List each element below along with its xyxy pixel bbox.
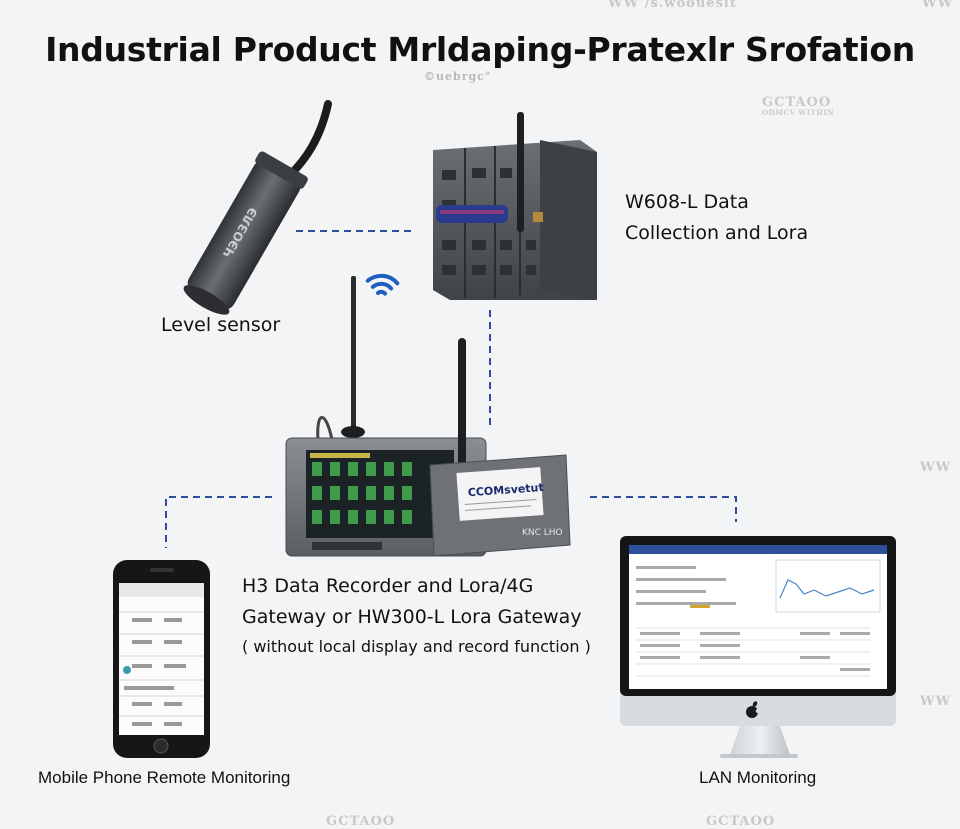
watermark-brand-sub: ODMCV WITHIN xyxy=(762,108,834,117)
lan-label: LAN Monitoring xyxy=(699,768,817,787)
w608-label-line1: W608-L Data xyxy=(625,191,749,213)
watermark-logo: ©uebrgc° xyxy=(424,70,492,83)
page-title: Industrial Product Mrldaping-Pratexlr Sr… xyxy=(45,30,915,69)
apple-logo-icon xyxy=(746,701,761,718)
wifi-icon xyxy=(365,273,400,296)
gateway-label-line1: H3 Data Recorder and Lora/4G xyxy=(242,575,534,597)
mobile-label: Mobile Phone Remote Monitoring xyxy=(38,768,291,787)
gateway-sticker-text: CCOMsvetut xyxy=(467,481,544,499)
watermark-side: WW xyxy=(920,460,952,475)
w608-label-line2: Collection and Lora xyxy=(625,222,809,244)
mobile-phone xyxy=(113,560,210,758)
gateway-label-line3: ( without local display and record funct… xyxy=(242,637,591,656)
w608-module xyxy=(433,112,597,300)
gateway-panel-text: KNC LHO xyxy=(522,528,563,538)
connector-gateway-to-mobile xyxy=(165,496,272,548)
watermark-bottom-right: GCTAOO xyxy=(706,814,776,829)
watermark-brand: GCTAOO xyxy=(762,95,832,110)
watermark-corner: WW xyxy=(922,0,954,11)
watermark-bottom-left: GCTAOO xyxy=(326,814,396,829)
watermark-side-lower: WW xyxy=(920,694,952,709)
level-sensor-label: Level sensor xyxy=(161,314,281,336)
lan-monitor xyxy=(620,536,896,758)
connector-gateway-to-lan xyxy=(590,496,737,522)
watermark-top: WW ∕s.woouesit xyxy=(608,0,737,11)
level-sensor: ЧЭОЗЛЭ xyxy=(183,100,332,315)
gateway-label-line2: Gateway or HW300-L Lora Gateway xyxy=(242,606,582,628)
gateway-device: CCOMsvetut KNC LHO xyxy=(285,276,571,557)
connector-lines xyxy=(165,230,737,548)
